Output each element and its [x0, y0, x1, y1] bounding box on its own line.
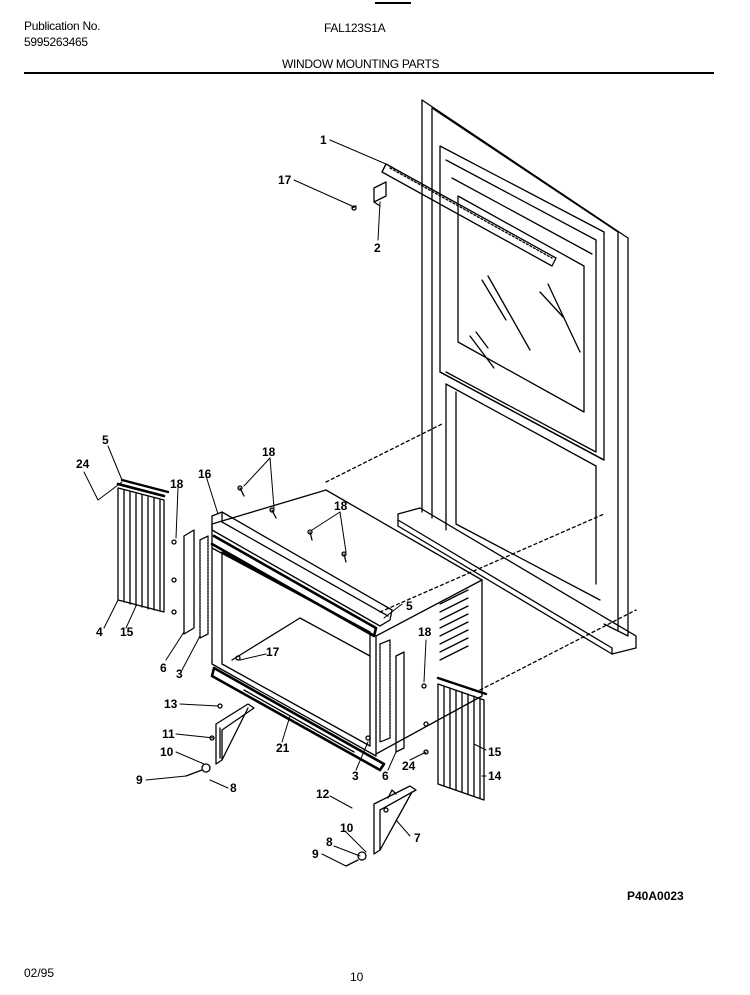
callout-6: 6 [160, 661, 167, 675]
callout-18: 18 [334, 499, 348, 513]
callout-labels: 1 17 2 5 24 18 16 18 18 4 15 6 3 5 17 18… [76, 133, 502, 861]
right-seal-strips [379, 639, 405, 753]
callout-4: 4 [96, 625, 103, 639]
right-curtain-panel [436, 676, 488, 801]
left-curtain-panel [116, 478, 170, 613]
publication-number: 5995263465 [24, 35, 88, 49]
callout-15: 15 [488, 745, 502, 759]
bottom-rail [210, 666, 386, 772]
callout-13: 13 [164, 697, 178, 711]
callout-9: 9 [136, 773, 143, 787]
callout-24: 24 [402, 759, 416, 773]
callout-18: 18 [262, 445, 276, 459]
callout-7: 7 [414, 831, 421, 845]
callout-8: 8 [326, 835, 333, 849]
callout-8: 8 [230, 781, 237, 795]
footer-date: 02/95 [24, 966, 55, 980]
callout-3: 3 [176, 667, 183, 681]
callout-18: 18 [418, 625, 432, 639]
screws [171, 485, 429, 813]
callout-15: 15 [120, 625, 134, 639]
callout-6: 6 [382, 769, 389, 783]
callout-14: 14 [488, 769, 502, 783]
callout-9: 9 [312, 847, 319, 861]
callout-16: 16 [198, 467, 212, 481]
callout-17: 17 [266, 645, 280, 659]
left-seal-strips [183, 529, 209, 639]
callout-10: 10 [340, 821, 354, 835]
top-rail-assembly [351, 163, 557, 267]
header-top-rule [375, 2, 411, 4]
publication-label: Publication No. [24, 19, 101, 33]
callout-24: 24 [76, 457, 90, 471]
callout-3: 3 [352, 769, 359, 783]
model-number: FAL123S1A [324, 21, 386, 35]
header-divider [24, 72, 714, 74]
window-frame [325, 99, 637, 691]
page-number: 10 [350, 970, 364, 984]
callout-18: 18 [170, 477, 184, 491]
leader-lines [83, 139, 487, 867]
callout-1: 1 [320, 133, 327, 147]
right-support-bracket [345, 785, 417, 867]
callout-12: 12 [316, 787, 330, 801]
callout-17: 17 [278, 173, 292, 187]
diagram-code: P40A0023 [627, 889, 684, 903]
callout-21: 21 [276, 741, 290, 755]
section-title: WINDOW MOUNTING PARTS [282, 57, 440, 71]
callout-2: 2 [374, 241, 381, 255]
callout-5: 5 [406, 599, 413, 613]
callout-5: 5 [102, 433, 109, 447]
left-support-bracket [185, 703, 255, 777]
callout-10: 10 [160, 745, 174, 759]
top-angle-rail [210, 511, 393, 638]
callout-11: 11 [162, 727, 175, 741]
